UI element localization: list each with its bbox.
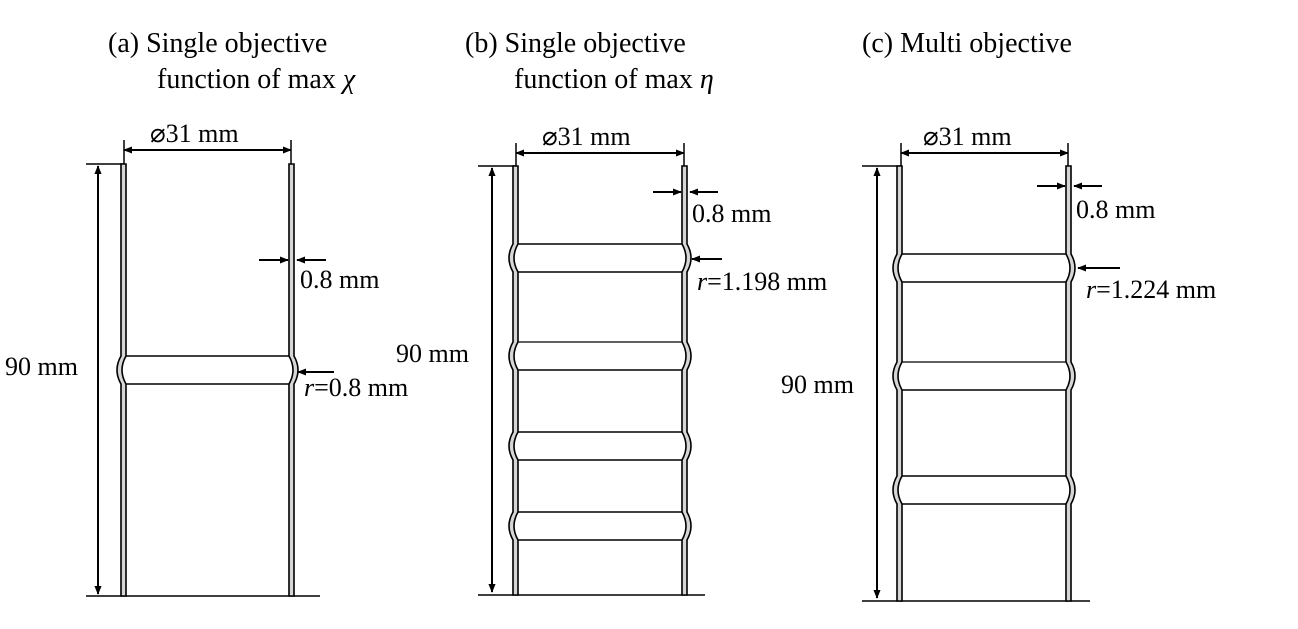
panel-a-radius-value: =0.8 mm	[314, 373, 408, 402]
panel-c-radius-label: r=1.224 mm	[1086, 275, 1216, 304]
panel-a-height-label: 90 mm	[5, 352, 78, 381]
panel-b-title-symbol: η	[700, 64, 714, 95]
panel-c-right-wall	[1065, 165, 1076, 602]
panel-b-radius-label: r=1.198 mm	[697, 267, 827, 296]
panel-a-title-line1: (a) Single objective	[108, 28, 327, 59]
panel-a-thickness-label: 0.8 mm	[300, 265, 379, 294]
panel-b-left-wall	[508, 165, 519, 596]
panel-a-right-wall	[288, 163, 299, 597]
panel-a-diameter-label: ⌀31 mm	[150, 119, 239, 148]
panel-b-title-line1: (b) Single objective	[465, 28, 686, 59]
panel-b-radius-symbol: r	[697, 267, 708, 296]
panel-b-title-line2: function of max η	[514, 64, 714, 95]
panel-a-radius-label: r=0.8 mm	[304, 373, 408, 402]
panel-b: (b) Single objective function of max η ⌀…	[396, 28, 827, 596]
panel-a-title-symbol: χ	[340, 64, 356, 95]
panel-a-title-line2: function of max χ	[157, 64, 356, 95]
panel-b-thickness-label: 0.8 mm	[692, 199, 771, 228]
panel-c-title-line1: (c) Multi objective	[862, 28, 1072, 59]
panel-b-height-label: 90 mm	[396, 339, 469, 368]
panel-b-diameter-label: ⌀31 mm	[542, 122, 631, 151]
panel-c-left-wall	[892, 165, 903, 602]
panel-c-height-label: 90 mm	[781, 370, 854, 399]
panel-a: (a) Single objective function of max χ ⌀…	[5, 28, 408, 597]
panel-b-title-prefix: function of max	[514, 64, 700, 95]
panel-a-left-wall	[116, 163, 127, 597]
panel-b-radius-value: =1.198 mm	[707, 267, 827, 296]
panel-a-radius-symbol: r	[304, 373, 315, 402]
panel-c-diameter-label: ⌀31 mm	[923, 122, 1012, 151]
panel-c: (c) Multi objective ⌀31 mm 90 mm 0.8 mm …	[781, 28, 1216, 602]
panel-c-radius-symbol: r	[1086, 275, 1097, 304]
panel-b-right-wall	[681, 165, 692, 596]
panel-a-title-prefix: function of max	[157, 64, 343, 95]
panel-c-thickness-label: 0.8 mm	[1076, 195, 1155, 224]
panel-c-radius-value: =1.224 mm	[1096, 275, 1216, 304]
